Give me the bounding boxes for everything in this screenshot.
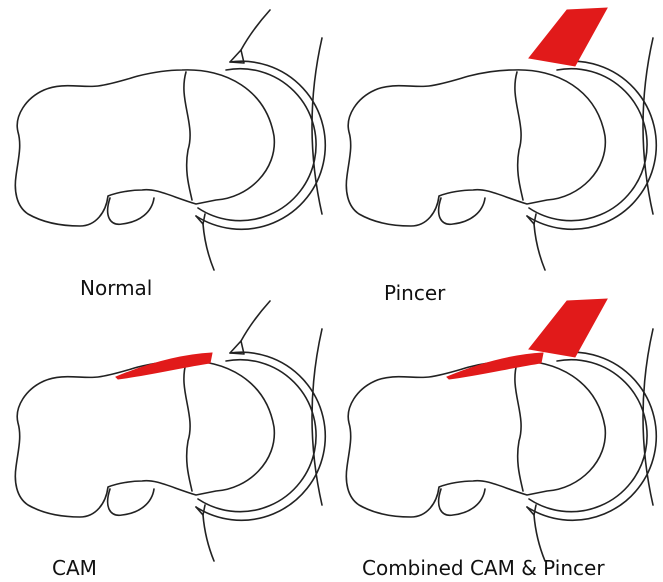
hip-joint-diagram bbox=[0, 0, 331, 291]
ilium-line bbox=[241, 301, 270, 341]
acetabulum-inner-rim bbox=[198, 69, 316, 221]
hip-joint-diagram bbox=[331, 0, 663, 291]
ischium-line bbox=[203, 515, 214, 561]
cam-lesion bbox=[447, 353, 543, 379]
physeal-line bbox=[515, 363, 523, 491]
hip-joint-diagram bbox=[0, 291, 331, 582]
femoral-head-outline bbox=[346, 361, 605, 517]
acetabulum-inner-rim bbox=[529, 69, 647, 221]
femoral-head-outline bbox=[15, 361, 274, 517]
acetabulum-inner-rim bbox=[529, 360, 647, 512]
trochanter-detail bbox=[108, 489, 154, 515]
acetabulum-outer-rim bbox=[196, 61, 325, 229]
ischium-line bbox=[203, 224, 214, 270]
acetabulum-outer-rim bbox=[196, 352, 325, 520]
ischium-line bbox=[534, 224, 545, 270]
acetabulum-outer-rim bbox=[527, 352, 656, 520]
pincer-lesion bbox=[529, 8, 607, 66]
physeal-line bbox=[184, 72, 192, 200]
acetabulum-outer-rim bbox=[527, 61, 656, 229]
physeal-line bbox=[184, 363, 192, 491]
pincer-lesion bbox=[529, 299, 607, 357]
acetabulum-inner-rim bbox=[198, 360, 316, 512]
trochanter-detail bbox=[439, 489, 485, 515]
panel-pincer bbox=[331, 0, 663, 291]
panel-normal bbox=[0, 0, 331, 291]
trochanter-detail bbox=[439, 198, 485, 224]
physeal-line bbox=[515, 72, 523, 200]
caption-cam: CAM bbox=[52, 556, 97, 580]
femoral-head-outline bbox=[346, 70, 605, 226]
femoral-head-outline bbox=[15, 70, 274, 226]
trochanter-detail bbox=[108, 198, 154, 224]
cam-lesion bbox=[116, 353, 212, 379]
caption-combined: Combined CAM & Pincer bbox=[362, 556, 605, 580]
ischium-line bbox=[534, 515, 545, 561]
ilium-line bbox=[241, 10, 270, 50]
panel-combined bbox=[331, 291, 663, 582]
panel-cam bbox=[0, 291, 331, 582]
hip-joint-diagram bbox=[331, 291, 663, 582]
